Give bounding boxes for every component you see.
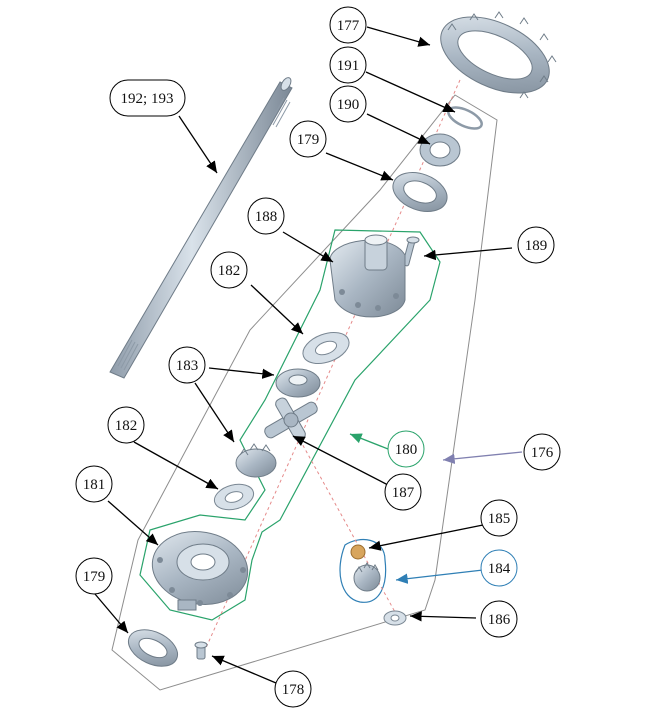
svg-text:176: 176 xyxy=(531,445,554,461)
pinion-gear-184 xyxy=(353,562,381,592)
svg-text:182: 182 xyxy=(218,263,241,279)
callout-181: 181 xyxy=(75,465,113,503)
svg-text:177: 177 xyxy=(337,18,360,34)
callout-183: 183 xyxy=(168,346,206,384)
differential-case-188 xyxy=(329,234,406,318)
thrust-washer-182-top xyxy=(302,331,350,365)
spider-cross-187 xyxy=(264,397,318,441)
callout-177: 177 xyxy=(329,6,367,44)
callout-176: 176 xyxy=(523,433,561,471)
callout-182-top: 182 xyxy=(210,251,248,289)
svg-text:179: 179 xyxy=(83,569,106,585)
bearing-cone-190 xyxy=(419,133,461,167)
callout-190: 190 xyxy=(329,85,367,123)
side-gear-183-bottom xyxy=(235,443,277,478)
svg-text:178: 178 xyxy=(282,682,305,698)
callout-186: 186 xyxy=(480,600,518,638)
svg-text:182: 182 xyxy=(115,418,138,434)
svg-text:179: 179 xyxy=(297,132,320,148)
assembly-176-outline xyxy=(111,94,498,691)
callout-189: 189 xyxy=(517,226,555,264)
bolt-178 xyxy=(194,641,208,660)
bushing-185 xyxy=(350,544,366,560)
axis-line-pinion xyxy=(299,439,396,613)
axle-shaft-192-193 xyxy=(109,77,293,379)
callout-184: 184 xyxy=(480,549,518,587)
side-gear-183-top xyxy=(275,368,321,398)
callout-182-bottom: 182 xyxy=(107,406,145,444)
washer-186 xyxy=(383,610,407,626)
svg-text:181: 181 xyxy=(83,477,106,493)
callout-191: 191 xyxy=(329,46,367,84)
callout-179-bottom: 179 xyxy=(75,557,113,595)
callout-187: 187 xyxy=(384,473,422,511)
assembly-180-outline xyxy=(139,229,441,621)
callout-180: 180 xyxy=(387,430,425,468)
svg-text:186: 186 xyxy=(488,612,511,628)
callout-185: 185 xyxy=(480,499,518,537)
bearing-cup-179-top xyxy=(392,172,448,212)
svg-text:184: 184 xyxy=(488,561,511,577)
svg-text:190: 190 xyxy=(337,97,360,113)
svg-text:191: 191 xyxy=(337,58,360,74)
differential-case-181 xyxy=(151,531,249,611)
svg-text:183: 183 xyxy=(176,358,199,374)
svg-text:185: 185 xyxy=(488,511,511,527)
snap-ring-191 xyxy=(447,106,483,130)
svg-text:188: 188 xyxy=(255,209,278,225)
svg-text:192; 193: 192; 193 xyxy=(121,91,174,107)
svg-text:189: 189 xyxy=(525,238,548,254)
thrust-washer-182-bottom xyxy=(213,483,255,511)
callout-179-top: 179 xyxy=(289,120,327,158)
callout-178: 178 xyxy=(274,670,312,708)
bearing-179-bottom xyxy=(127,629,179,667)
callout-192-193: 192; 193 xyxy=(109,79,186,117)
svg-text:187: 187 xyxy=(392,485,415,501)
ring-gear-177 xyxy=(440,11,557,99)
callout-188: 188 xyxy=(247,197,285,235)
svg-text:180: 180 xyxy=(395,442,418,458)
